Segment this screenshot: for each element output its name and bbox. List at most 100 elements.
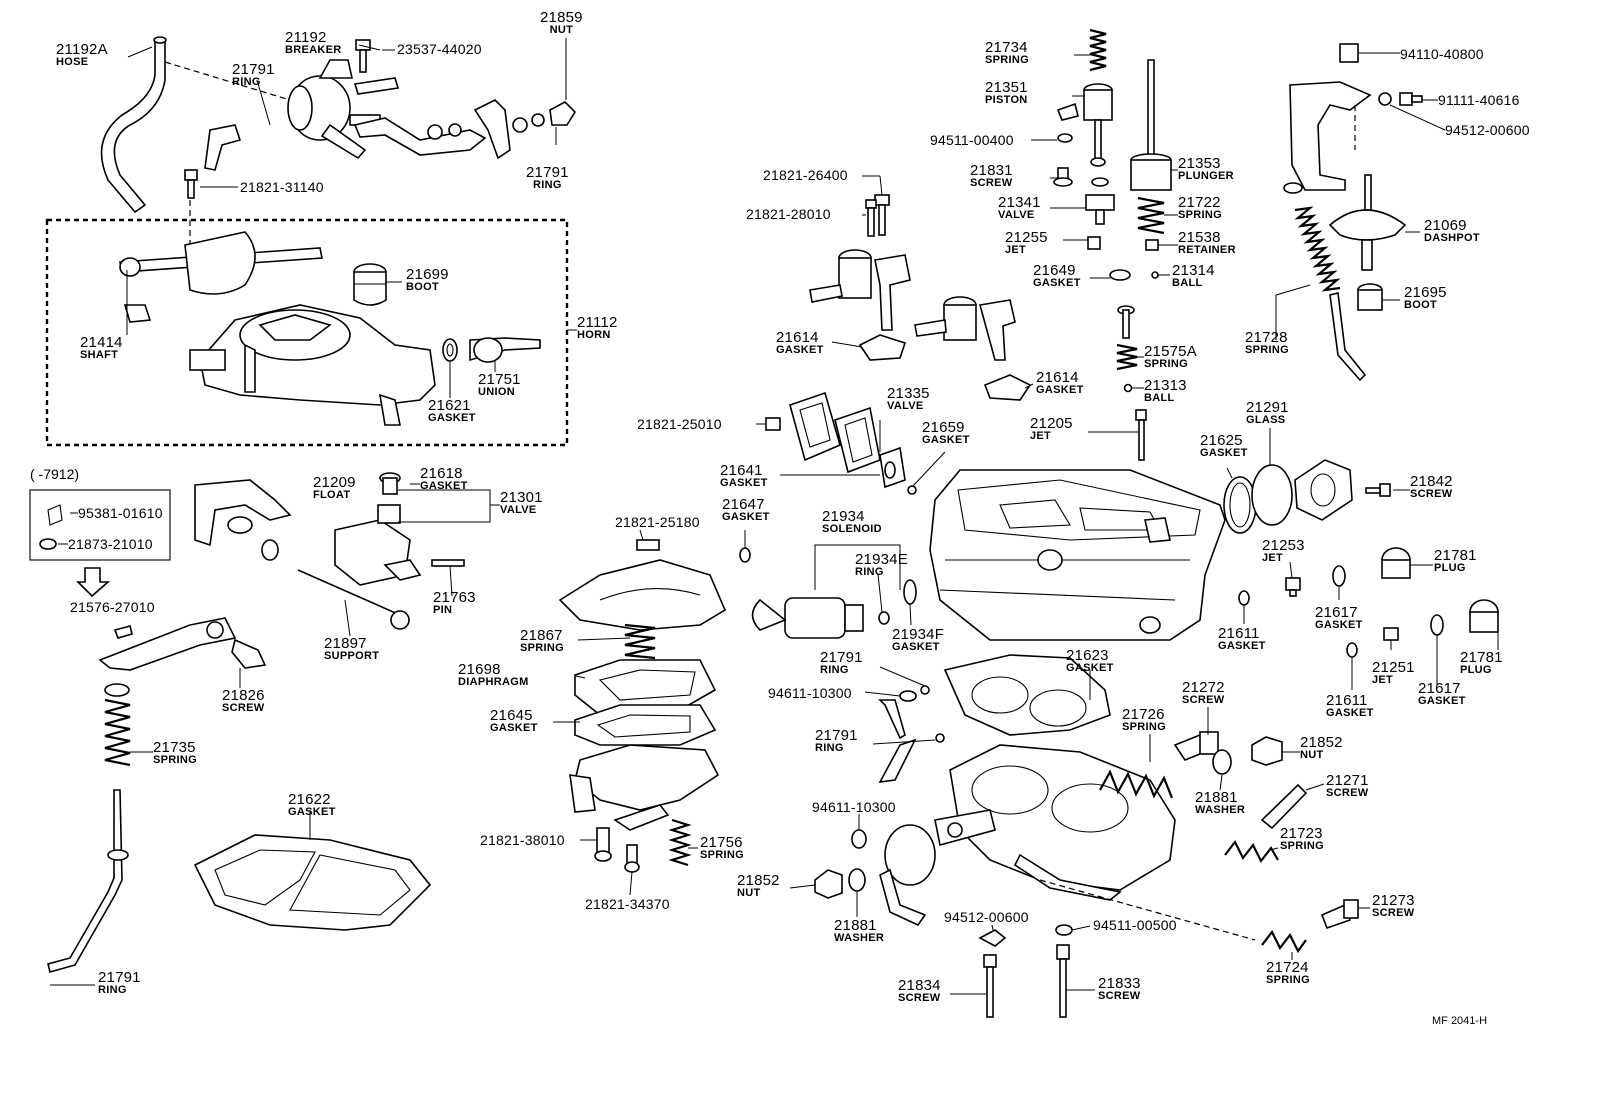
spring-21867 bbox=[624, 623, 656, 660]
gasket-21623 bbox=[943, 654, 1111, 736]
screw-21833 bbox=[1056, 944, 1070, 1018]
screw-21821-25010 bbox=[765, 417, 781, 431]
label-94511-00500: 94511-00500 bbox=[1093, 917, 1177, 933]
diaphragm-21698 bbox=[574, 659, 717, 716]
washer-94512-00600 bbox=[1378, 92, 1392, 106]
washer-21873-21010 bbox=[39, 538, 57, 550]
spring-21726 bbox=[1099, 769, 1174, 799]
screw-21821-28010 bbox=[865, 199, 877, 237]
screw-21821-25180 bbox=[636, 539, 660, 551]
plug-21781-a bbox=[1381, 547, 1411, 579]
rod-21791 bbox=[47, 789, 129, 973]
retainer-21538 bbox=[1145, 239, 1159, 251]
gasket-21617-b bbox=[1430, 614, 1444, 636]
dashpot-21069 bbox=[1328, 174, 1407, 271]
label-94110-40800: 94110-40800 bbox=[1400, 46, 1484, 62]
washer-94511-00500 bbox=[1055, 924, 1073, 936]
nut-21852-b bbox=[814, 869, 843, 899]
screw-21273 bbox=[1320, 899, 1359, 930]
cover-plate bbox=[1294, 459, 1353, 521]
label-23537-44020: 23537-44020 bbox=[397, 41, 482, 57]
label-21821-31140: 21821-31140 bbox=[240, 179, 324, 195]
clip-94511-00400 bbox=[1056, 102, 1079, 121]
gasket-21614-a bbox=[858, 334, 907, 361]
label-21821-25180: 21821-25180 bbox=[615, 514, 700, 530]
spring-21722 bbox=[1137, 196, 1165, 235]
float-21209 bbox=[334, 519, 422, 586]
washer-94512-00600-b bbox=[978, 929, 1007, 947]
horn-assembly-box bbox=[45, 218, 569, 447]
screw-21842 bbox=[1365, 483, 1391, 497]
ring-21791-d bbox=[920, 685, 930, 695]
gasket-21617-a bbox=[1332, 565, 1346, 587]
nut-94110-40800 bbox=[1339, 43, 1359, 63]
dashpot-bracket bbox=[1289, 81, 1372, 191]
gasket-21621 bbox=[442, 338, 458, 362]
spring-21723 bbox=[1224, 839, 1279, 864]
solenoid-21934 bbox=[751, 597, 864, 639]
hose-guide-line bbox=[164, 61, 291, 101]
label-94611-10300-a: 94611-10300 bbox=[768, 685, 852, 701]
hose-21192a bbox=[100, 36, 167, 214]
check-valve bbox=[1117, 305, 1135, 339]
gasket-21659 bbox=[907, 485, 917, 495]
screw-21271 bbox=[1260, 783, 1308, 830]
valve-21335 bbox=[879, 446, 906, 489]
jet-21253 bbox=[1285, 577, 1301, 597]
throttle-body bbox=[949, 744, 1176, 901]
piston-21351 bbox=[1083, 83, 1113, 167]
screw-21826 bbox=[231, 638, 267, 669]
valve-21301 bbox=[377, 472, 401, 524]
label-91111-40616: 91111-40616 bbox=[1438, 92, 1520, 108]
washer-21881-a bbox=[1212, 749, 1232, 775]
jet-21205 bbox=[1135, 409, 1147, 461]
gasket-21611-b bbox=[1346, 642, 1358, 658]
gasket-21645 bbox=[574, 704, 717, 746]
horn-body-21112 bbox=[189, 304, 436, 426]
screw-21831 bbox=[1053, 167, 1073, 187]
guide-line-bottom bbox=[1039, 879, 1256, 941]
ball-21313 bbox=[1123, 383, 1133, 393]
screw-21821-38010 bbox=[594, 827, 612, 862]
label-21873-21010: 21873-21010 bbox=[68, 536, 153, 552]
screw-23537-44020 bbox=[353, 39, 400, 95]
gasket-21649 bbox=[1109, 269, 1131, 281]
inset-note: ( -7912) bbox=[30, 466, 80, 482]
bracket-21821-31140 bbox=[184, 124, 242, 199]
leader-lines bbox=[50, 38, 1499, 995]
